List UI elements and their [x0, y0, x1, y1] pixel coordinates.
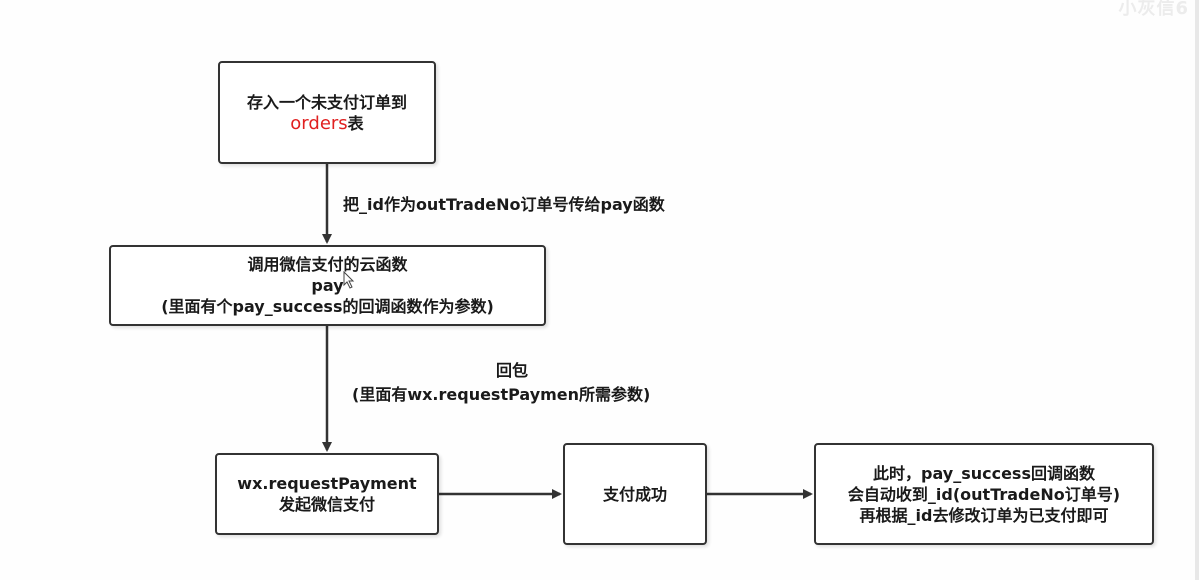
node-call-pay-line1: 调用微信支付的云函数 — [247, 255, 408, 274]
node-call-pay-line2: pay — [311, 276, 344, 295]
node-request-payment-line1: wx.requestPayment — [237, 474, 417, 493]
edge-label-response-line2: (里面有wx.requestPaymen所需参数) — [352, 385, 651, 404]
node-pay-success-line1: 支付成功 — [602, 484, 667, 504]
watermark: 小灰信6 — [1118, 0, 1189, 19]
node-callback-line1: 此时，pay_success回调函数 — [873, 463, 1095, 483]
node-store-order-line1: 存入一个未支付订单到 — [246, 92, 407, 112]
node-request-payment: wx.requestPayment 发起微信支付 — [215, 453, 439, 535]
orders-suffix: 表 — [347, 113, 364, 133]
window-edge — [1195, 0, 1199, 580]
node-call-pay: 调用微信支付的云函数 pay (里面有个pay_success的回调函数作为参数… — [109, 245, 546, 326]
node-store-order: 存入一个未支付订单到 orders表 — [218, 61, 436, 164]
edge-label-pass-id: 把_id作为outTradeNo订单号传给pay函数 — [343, 195, 665, 214]
edge-label-response-line1: 回包 — [496, 361, 529, 380]
mouse-cursor-icon — [343, 271, 355, 289]
node-pay-success: 支付成功 — [563, 443, 707, 545]
node-call-pay-line3: (里面有个pay_success的回调函数作为参数) — [161, 297, 494, 316]
node-request-payment-line2: 发起微信支付 — [278, 495, 375, 514]
node-store-order-line2: orders表 — [290, 113, 363, 134]
node-callback-line3: 再根据_id去修改订单为已支付即可 — [859, 505, 1109, 525]
node-callback: 此时，pay_success回调函数 会自动收到_id(outTradeNo订单… — [814, 443, 1154, 545]
orders-highlight: orders — [290, 112, 348, 134]
node-callback-line2: 会自动收到_id(outTradeNo订单号) — [847, 484, 1121, 504]
